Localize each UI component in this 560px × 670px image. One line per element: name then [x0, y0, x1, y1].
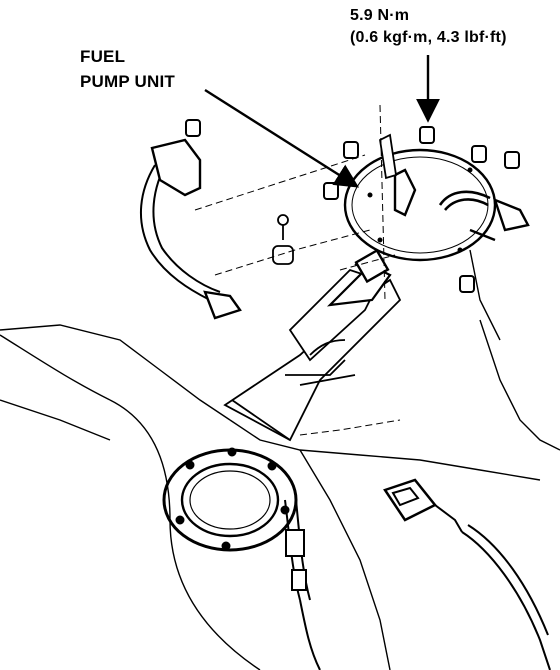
alignment-guides — [194, 104, 401, 436]
torque-value: 5.9 N·m — [350, 7, 410, 24]
bolt-and-grommet — [272, 214, 294, 265]
fuel-tank-outline — [0, 249, 560, 670]
fuel-pump-label-line1: FUEL — [80, 47, 126, 66]
fuel-pump-unit-label: FUEL PUMP UNIT — [80, 44, 175, 94]
harness-lower — [284, 499, 321, 670]
torque-conversion: (0.6 kgf·m, 4.3 lbf·ft) — [350, 29, 507, 46]
torque-spec-label: 5.9 N·m (0.6 kgf·m, 4.3 lbf·ft) — [350, 5, 507, 49]
fuel-hose-left — [139, 138, 242, 320]
connector-plug — [383, 478, 551, 670]
fuel-pump-leader-arrow — [204, 88, 360, 188]
pump-assembly — [223, 248, 402, 442]
pump-flange — [343, 133, 530, 262]
tank-opening-ring — [162, 447, 298, 552]
fuel-pump-label-line2: PUMP UNIT — [80, 72, 175, 91]
